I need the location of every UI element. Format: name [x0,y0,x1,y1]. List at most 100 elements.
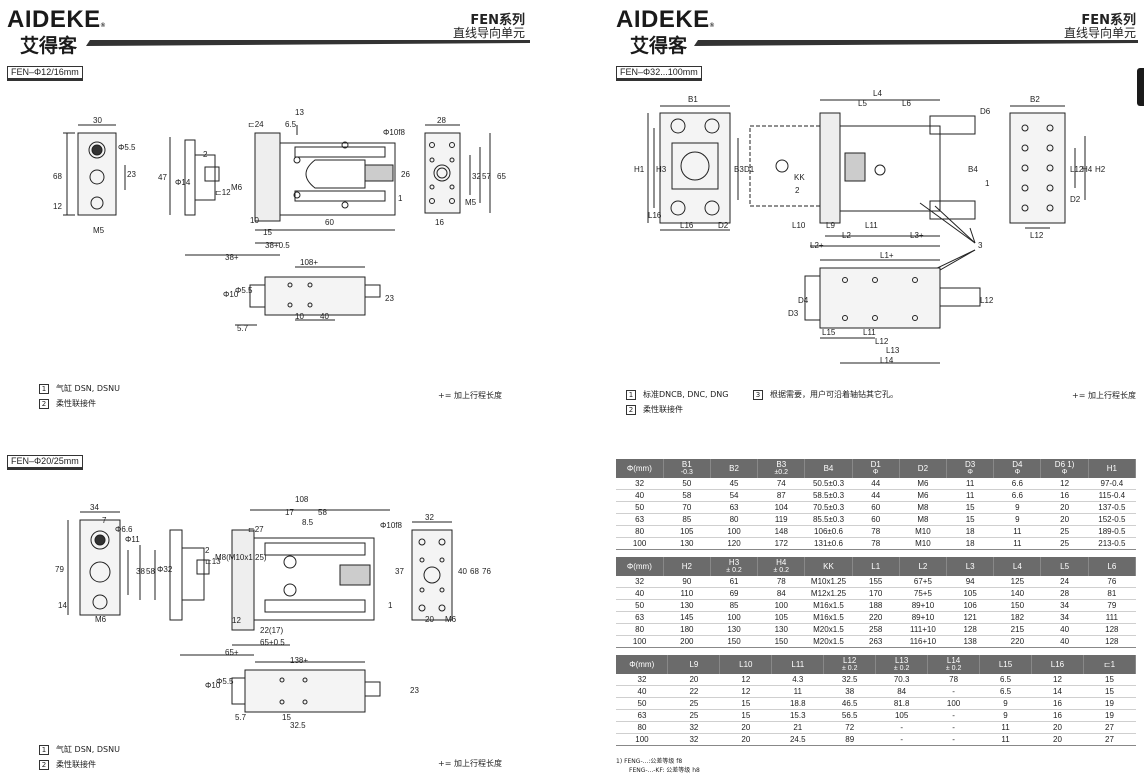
table-cell: 84 [757,587,805,600]
table-cell: M8 [899,501,947,514]
svg-text:17: 17 [285,508,294,517]
column-header: L15 [979,655,1032,674]
svg-text:H2: H2 [1095,165,1106,174]
svg-text:5.7: 5.7 [235,713,247,722]
table-cell: M6 [899,489,947,502]
svg-text:22(17): 22(17) [260,626,283,635]
table-cell: 32.5 [823,674,876,686]
table-cell: 20 [1040,513,1089,526]
svg-text:⊏13: ⊏13 [205,557,221,566]
table-cell: M6 [899,478,947,490]
table-cell: - [927,733,980,746]
table-cell: 89 [823,733,876,746]
column-header: L11 [771,655,825,674]
table-cell: 97-0.4 [1088,478,1136,490]
column-header: L10 [719,655,773,674]
table-cell: 50 [616,697,668,710]
table-cell: 110 [663,587,711,600]
table-cell: 15 [1083,685,1136,698]
svg-text:L10: L10 [792,221,806,230]
table-cell: 11 [979,733,1032,746]
table-cell: 76 [1088,576,1136,588]
table-cell: 50 [663,478,711,490]
svg-text:Φ10: Φ10 [205,681,221,690]
svg-text:13: 13 [295,108,304,117]
svg-text:1: 1 [985,179,990,188]
svg-text:37: 37 [395,567,404,576]
table-cell: 22 [667,685,720,698]
table-cell: 45 [710,478,758,490]
header-rule [86,40,530,46]
table-cell: - [875,721,928,734]
svg-text:15: 15 [263,228,272,237]
table-cell: 19 [1083,709,1136,722]
column-header: B3±0.2 [757,459,806,478]
table-cell: 80 [616,525,664,538]
table-cell: 172 [757,537,805,550]
right-header: AIDEKE® 艾得客 FEN系列 直线导向单元 [580,0,1144,106]
column-header: D2 [899,459,948,478]
column-header: H2 [663,557,711,576]
table-cell: 61 [710,576,758,588]
table-cell: 9 [993,513,1041,526]
table-cell: - [927,721,980,734]
section-label-20-25: FEN–Φ20/25mm [7,455,83,470]
svg-text:L2+: L2+ [810,241,824,250]
table-cell: 78 [852,525,900,538]
table-cell: 220 [993,635,1041,648]
table-cell: 19 [1083,697,1136,710]
svg-text:15: 15 [282,713,291,722]
table-cell: 220 [852,611,900,624]
table-cell: 63 [616,611,664,624]
svg-text:M5: M5 [93,226,105,235]
table-cell: 44 [852,478,900,490]
table-cell: 81 [1088,587,1136,600]
table-cell: 119 [757,513,805,526]
brand-logo: AIDEKE® [7,6,106,33]
table-cell: 27 [1083,733,1136,746]
table-cell: 78 [757,576,805,588]
table-cell: 188 [852,599,900,612]
section-label-32-100: FEN–Φ32...100mm [616,66,702,81]
table-cell: 34 [1040,599,1089,612]
table-cell: 28 [1040,587,1089,600]
table-cell: 32 [616,576,664,588]
svg-text:38: 38 [136,567,145,576]
table-cell: 11 [993,525,1041,538]
svg-text:L12: L12 [1030,231,1044,240]
table-cell: 4.3 [771,674,824,686]
table-cell: 90 [663,576,711,588]
table-cell: 80 [616,721,668,734]
column-header: L13± 0.2 [875,655,929,674]
column-header: L9 [667,655,721,674]
series-title: FEN系列 [470,13,525,28]
svg-text:L12: L12 [1070,165,1084,174]
svg-text:M6: M6 [445,615,457,624]
table-cell: 213-0.5 [1088,537,1136,550]
table-cell: 60 [852,513,900,526]
table-cell: 155 [852,576,900,588]
left-header: AIDEKE® 艾得客 FEN系列 直线导向单元 [0,0,560,60]
table-cell: 21 [771,721,824,734]
svg-text:68: 68 [470,567,479,576]
column-header: L6 [1088,557,1137,576]
table-cell: 100 [757,599,805,612]
column-header: H1 [1088,459,1137,478]
table-cell: 78 [927,674,980,686]
table-cell: 89+10 [899,599,947,612]
svg-text:8.5: 8.5 [302,518,314,527]
table-cell: 116+10 [899,635,947,648]
table-cell: 69 [710,587,758,600]
table-cell: 125 [993,576,1041,588]
table-cell: 130 [710,623,758,636]
